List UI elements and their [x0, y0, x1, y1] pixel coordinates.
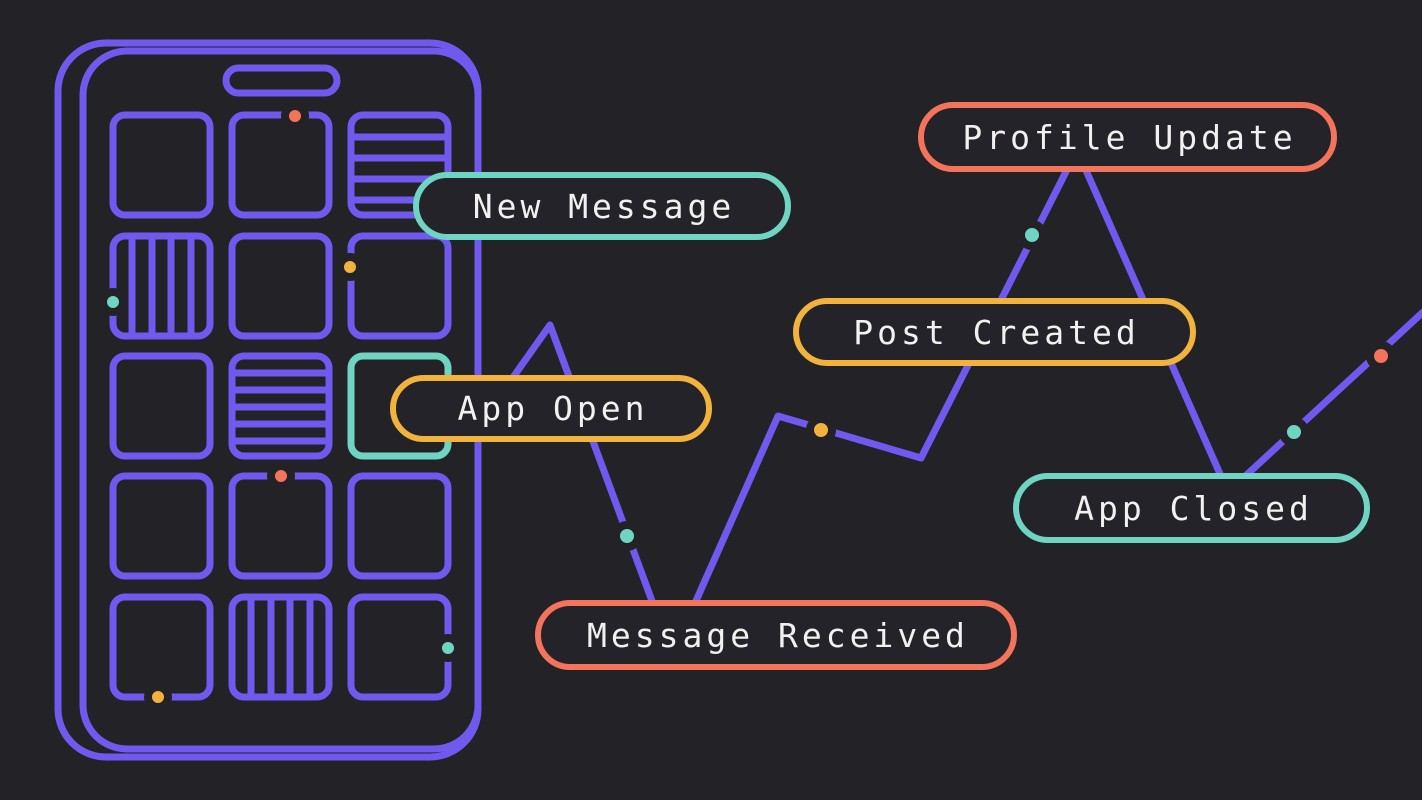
event-label-text: Message Received [587, 615, 969, 655]
event-label-text: New Message [472, 186, 736, 226]
event-dot-teal [434, 634, 462, 662]
app-icon-stripes [228, 593, 333, 701]
event-dot-coral [267, 462, 295, 490]
app-icon-stripes [109, 232, 214, 340]
app-icon [109, 111, 214, 219]
event-label-post-created: Post Created [793, 298, 1196, 366]
app-icon [228, 472, 333, 580]
event-dot-coral [1366, 341, 1396, 371]
event-dot-teal [612, 521, 642, 551]
app-icon [109, 352, 214, 460]
event-label-new-message: New Message [413, 172, 791, 240]
event-label-text: Post Created [853, 312, 1140, 352]
app-icon [228, 232, 333, 340]
event-label-text: App Closed [1074, 488, 1313, 528]
event-dot-amber [806, 415, 836, 445]
event-label-app-closed: App Closed [1013, 473, 1370, 543]
event-dot-amber [336, 253, 364, 281]
event-label-text: App Open [457, 389, 649, 428]
phone-speaker [222, 64, 341, 97]
event-dot-teal [1017, 220, 1047, 250]
event-label-profile-update: Profile Update [918, 102, 1337, 172]
app-icon [228, 111, 333, 219]
app-icon [109, 472, 214, 580]
app-icon [347, 593, 452, 701]
event-label-message-received: Message Received [535, 600, 1017, 670]
event-dot-teal [1279, 417, 1309, 447]
app-icon [347, 232, 452, 340]
app-icon-list [228, 352, 333, 460]
event-label-text: Profile Update [962, 117, 1297, 157]
event-dot-teal [99, 288, 127, 316]
event-label-app-open: App Open [390, 375, 712, 442]
app-icon [347, 472, 452, 580]
event-dot-amber [144, 683, 172, 711]
event-dot-coral [281, 102, 309, 130]
app-icon [109, 593, 214, 701]
